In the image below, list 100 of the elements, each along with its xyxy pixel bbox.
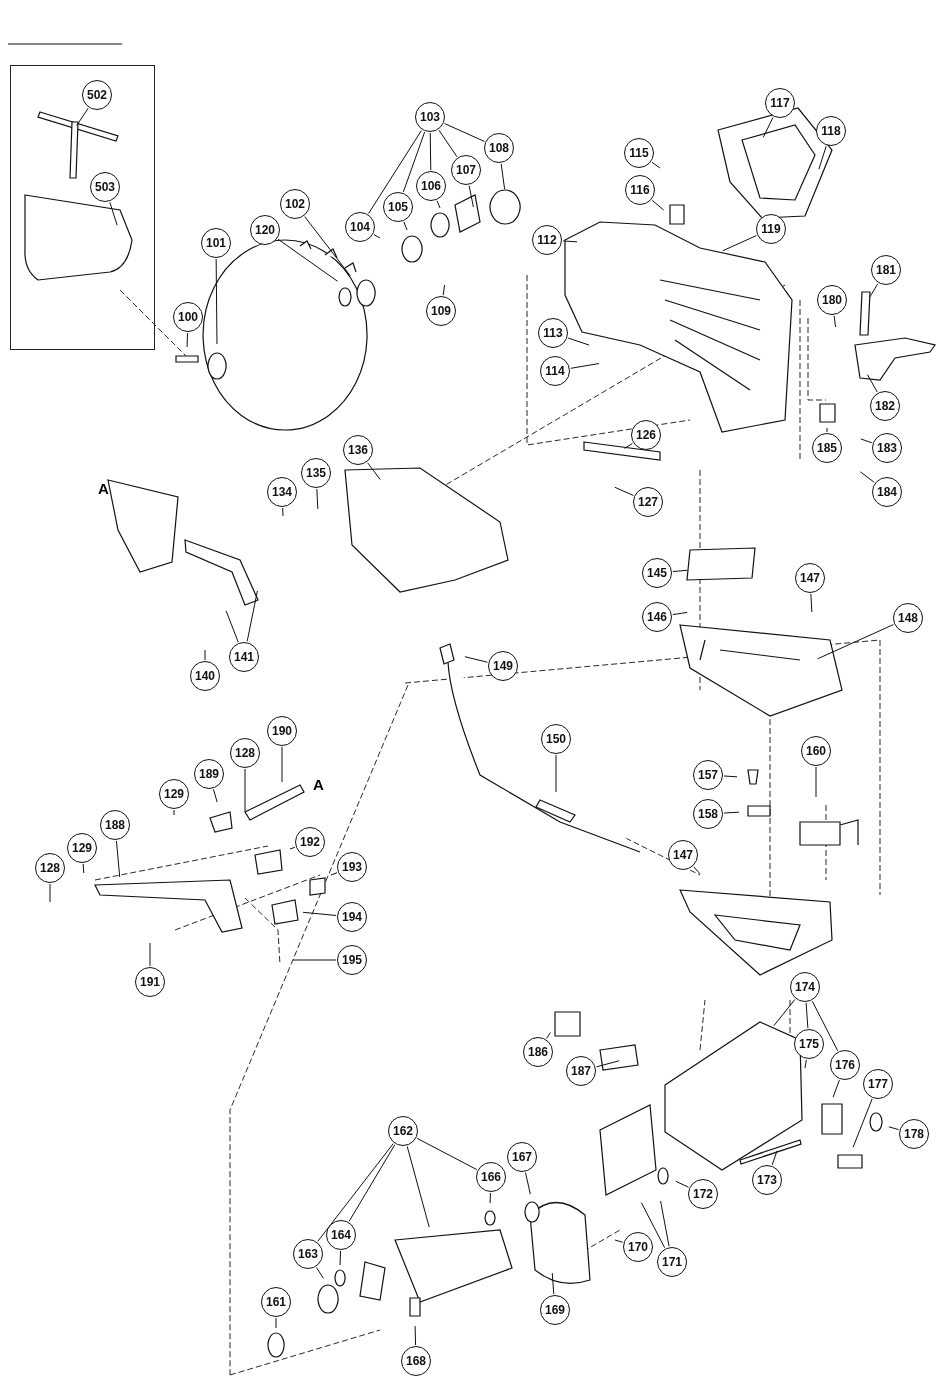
callout-number: 112 bbox=[532, 225, 562, 255]
callout-number: 135 bbox=[301, 458, 331, 488]
leader-line bbox=[212, 788, 218, 803]
leader-line bbox=[826, 427, 828, 433]
callout-number: 162 bbox=[388, 1116, 418, 1146]
leader-line bbox=[330, 872, 338, 876]
leader-line bbox=[115, 840, 121, 878]
leader-line bbox=[464, 656, 488, 663]
leader-line bbox=[866, 374, 878, 393]
leader-line bbox=[811, 1000, 839, 1052]
leader-line bbox=[304, 216, 351, 277]
callout-number: 140 bbox=[190, 661, 220, 691]
callout-number: 119 bbox=[756, 214, 786, 244]
callout-number: 160 bbox=[801, 736, 831, 766]
callout-number: 117 bbox=[765, 88, 795, 118]
leader-line bbox=[173, 809, 175, 816]
leader-line bbox=[771, 1150, 778, 1166]
leader-line bbox=[546, 1032, 551, 1039]
leader-line bbox=[225, 610, 239, 643]
leader-line bbox=[672, 569, 688, 573]
callout-number: 180 bbox=[817, 285, 847, 315]
callout-number: 169 bbox=[540, 1295, 570, 1325]
leader-line bbox=[403, 221, 408, 231]
leader-line bbox=[348, 1144, 396, 1222]
leader-line bbox=[406, 1145, 430, 1228]
callout-number: 193 bbox=[337, 852, 367, 882]
callout-number: 128 bbox=[230, 738, 260, 768]
callout-number: 189 bbox=[194, 759, 224, 789]
callout-number: 171 bbox=[657, 1247, 687, 1277]
callout-number: 146 bbox=[642, 602, 672, 632]
leader-line bbox=[859, 471, 875, 483]
leader-line bbox=[316, 1267, 324, 1279]
callout-number: 178 bbox=[899, 1119, 929, 1149]
callout-number: 105 bbox=[383, 192, 413, 222]
leader-line bbox=[672, 611, 688, 616]
callout-number: 115 bbox=[624, 138, 654, 168]
callout-number: 173 bbox=[752, 1165, 782, 1195]
callout-number: 172 bbox=[688, 1179, 718, 1209]
callout-number: 103 bbox=[415, 102, 445, 132]
callout-number: 101 bbox=[201, 228, 231, 258]
callout-number: 113 bbox=[538, 318, 568, 348]
leader-line bbox=[186, 332, 188, 348]
callout-number: 147 bbox=[795, 563, 825, 593]
leader-line bbox=[832, 1079, 840, 1098]
callout-number: 108 bbox=[484, 133, 514, 163]
leader-line bbox=[651, 199, 665, 211]
leader-line bbox=[595, 1060, 620, 1068]
leader-line bbox=[489, 1192, 491, 1204]
leader-line bbox=[416, 1137, 478, 1171]
leader-line bbox=[888, 1126, 900, 1131]
leader-line bbox=[869, 283, 879, 298]
leader-line bbox=[292, 959, 337, 961]
leader-line bbox=[804, 1059, 807, 1069]
leader-line bbox=[373, 234, 381, 239]
callout-number: 114 bbox=[540, 356, 570, 386]
leader-line bbox=[660, 1200, 670, 1247]
leader-line bbox=[244, 768, 246, 813]
callout-number: 157 bbox=[693, 760, 723, 790]
callout-number: 120 bbox=[250, 215, 280, 245]
leader-line bbox=[815, 766, 817, 798]
leader-line bbox=[368, 130, 422, 214]
callout-number: 104 bbox=[345, 212, 375, 242]
leader-line bbox=[860, 438, 873, 444]
leader-line bbox=[281, 746, 283, 783]
callout-number: 182 bbox=[870, 391, 900, 421]
callout-number: 176 bbox=[830, 1050, 860, 1080]
callout-number: 170 bbox=[623, 1232, 653, 1262]
leader-line bbox=[367, 462, 381, 481]
leader-line bbox=[614, 486, 634, 496]
leader-line bbox=[442, 284, 446, 296]
callout-number: 168 bbox=[401, 1346, 431, 1376]
leader-line bbox=[810, 593, 813, 613]
leader-line bbox=[316, 488, 319, 510]
leader-line bbox=[818, 145, 827, 170]
leader-line bbox=[640, 1202, 666, 1249]
callout-number: 158 bbox=[693, 799, 723, 829]
callout-number: 129 bbox=[67, 833, 97, 863]
callout-number: 184 bbox=[872, 477, 902, 507]
leader-line bbox=[275, 1317, 277, 1329]
callout-number: 141 bbox=[229, 642, 259, 672]
leader-line bbox=[723, 811, 740, 814]
leader-line bbox=[438, 129, 458, 158]
leader-line bbox=[149, 942, 151, 967]
leader-line bbox=[693, 866, 701, 875]
callout-number: 186 bbox=[523, 1037, 553, 1067]
leader-line bbox=[444, 123, 485, 142]
leader-line bbox=[414, 1325, 417, 1346]
callout-number: 129 bbox=[159, 779, 189, 809]
leader-line bbox=[204, 649, 206, 661]
callout-number: 147 bbox=[668, 840, 698, 870]
callout-number: 191 bbox=[135, 967, 165, 997]
leader-line bbox=[551, 1272, 555, 1295]
callout-number: 150 bbox=[541, 724, 571, 754]
leader-line bbox=[215, 258, 218, 345]
leader-line bbox=[429, 132, 432, 171]
callout-number: 161 bbox=[261, 1287, 291, 1317]
callout-number: 126 bbox=[631, 420, 661, 450]
callout-number: 118 bbox=[816, 116, 846, 146]
leader-line bbox=[76, 107, 89, 126]
leader-line bbox=[722, 235, 757, 252]
